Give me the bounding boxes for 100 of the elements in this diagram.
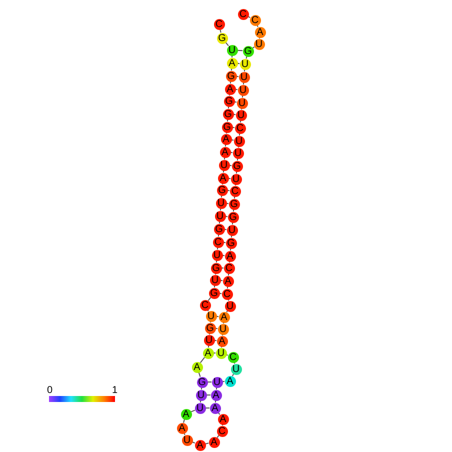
nucleotide-circle: U <box>212 250 222 260</box>
backbone-line <box>230 248 232 252</box>
nucleotide-circle: A <box>224 250 236 262</box>
nucleotide-circle: U <box>194 402 206 414</box>
nucleotide-circle: A <box>222 276 234 286</box>
nucleotide-circle: C <box>238 8 248 20</box>
nucleotide-circle: U <box>226 44 238 56</box>
nucleotide-circle: G <box>196 376 208 388</box>
nucleotide-circle: A <box>226 58 238 68</box>
nucleotide-circle: A <box>192 362 202 372</box>
nucleotide-circle: A <box>202 348 214 358</box>
backbone-line <box>240 120 242 124</box>
nucleotide-circle: U <box>214 210 226 222</box>
nucleotide-circle: U <box>240 58 250 70</box>
nucleotide-circle: U <box>206 310 216 322</box>
backbone-line <box>244 68 246 72</box>
nucleotide-circle: C <box>222 288 232 300</box>
nucleotide-circle: A <box>220 146 230 158</box>
nucleotide-circle: U <box>218 160 230 170</box>
nucleotide-circle: A <box>224 84 236 94</box>
nucleotide-circle: U <box>232 148 244 158</box>
backbone-line <box>208 344 210 348</box>
base-pair-line <box>237 50 243 52</box>
nucleotide-circle: U <box>230 174 242 184</box>
backbone-line <box>198 372 201 378</box>
backbone-line <box>236 170 238 174</box>
nucleotide-circle: G <box>204 322 216 334</box>
nucleotide-circle: U <box>226 224 238 236</box>
nucleotide-circle: G <box>226 70 236 82</box>
nucleotide-circle: U <box>204 334 214 346</box>
nucleotide-circle: U <box>182 434 192 446</box>
nucleotide-circle: G <box>222 108 234 120</box>
nucleotide-circle: G <box>228 212 238 222</box>
nucleotide-circle: U <box>236 110 246 120</box>
scale-tick-label: 1 <box>112 386 118 396</box>
nucleotide-circle: C <box>228 352 238 362</box>
nucleotide-circle: U <box>234 136 244 146</box>
backbone-line <box>216 246 218 250</box>
nucleotide-circle: U <box>238 84 248 96</box>
backbone-line <box>218 234 220 238</box>
backbone-line <box>236 158 238 162</box>
nucleotide-circle: A <box>194 440 206 450</box>
backbone-line <box>214 400 216 404</box>
nucleotide-circle: U <box>212 376 222 388</box>
nucleotide-circle: U <box>196 390 206 400</box>
nucleotide-circle: G <box>224 96 234 106</box>
nucleotide-circle: A <box>224 376 236 386</box>
nucleotide-circle: G <box>214 224 224 234</box>
nucleotide-circle: G <box>216 32 228 44</box>
backbone-line <box>214 284 216 288</box>
nucleotide-circle: G <box>226 238 236 248</box>
nucleotide-circle: U <box>218 324 228 334</box>
nucleotide-circle: A <box>176 422 188 434</box>
backbone-line <box>224 156 226 160</box>
nucleotide-circle: C <box>200 300 210 310</box>
nucleotide-circle: G <box>228 198 240 210</box>
nucleotide-circle: A <box>254 26 266 38</box>
backbone-line <box>218 220 220 224</box>
nucleotide-circle: C <box>212 236 224 248</box>
nucleotide-circle: A <box>180 408 192 420</box>
nucleotide-circle: A <box>216 336 228 346</box>
nucleotide-circle: U <box>216 198 226 208</box>
backbone-line <box>220 208 222 212</box>
backbone-line <box>216 260 218 264</box>
nucleotide-circle: G <box>210 262 222 274</box>
nucleotide-circle: G <box>208 288 220 298</box>
nucleotide-circle: U <box>254 38 264 50</box>
nucleotide-circle: A <box>220 134 232 144</box>
scale-tick-label: 0 <box>47 386 53 396</box>
backbone-line <box>230 68 232 72</box>
backbone-line <box>200 386 202 390</box>
backbone-line <box>226 118 228 122</box>
nucleotide-circle: G <box>216 184 228 196</box>
nucleotide-circle: G <box>242 46 254 56</box>
backbone-line <box>226 286 228 290</box>
backbone-line <box>230 80 232 84</box>
nucleotide-circle: C <box>214 18 224 30</box>
nucleotide-circle: C <box>250 14 260 26</box>
backbone-line <box>216 434 220 438</box>
backbone-line <box>200 400 202 404</box>
nucleotide-circle: A <box>218 312 230 322</box>
backbone-line <box>228 106 230 110</box>
nucleotide-circle: A <box>218 172 228 184</box>
backbone-line <box>232 208 234 212</box>
nucleotide-circle: U <box>224 300 236 312</box>
backbone-line <box>228 272 230 276</box>
nucleotide-circle: U <box>216 348 226 358</box>
nucleotide-circle: A <box>210 390 222 400</box>
nucleotide-circle: A <box>218 414 228 424</box>
nucleotide-circle: A <box>208 436 220 448</box>
nucleotide-circle: C <box>234 122 246 134</box>
nucleotide-circle: G <box>232 160 242 172</box>
nucleotide-circle: A <box>210 402 220 414</box>
backbone-line <box>234 196 236 200</box>
nucleotide-circle: U <box>238 72 250 82</box>
nucleotide-circle: U <box>230 364 242 374</box>
backbone-line <box>224 144 226 148</box>
backbone-line <box>220 194 222 198</box>
backbone-line <box>232 222 234 226</box>
backbone-line <box>216 386 218 390</box>
